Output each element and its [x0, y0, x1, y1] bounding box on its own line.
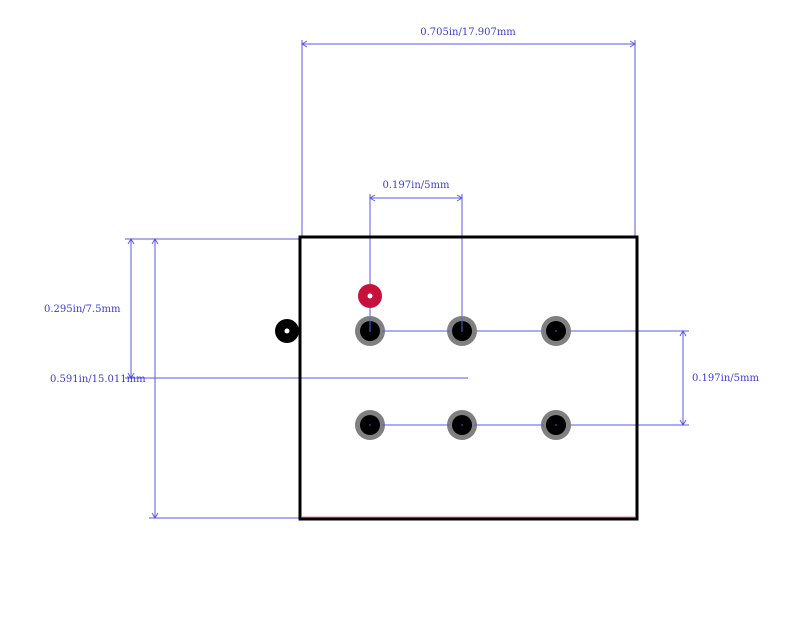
- dimension-left-full-height: 0.591in/15.011mm: [50, 238, 300, 519]
- dimension-pitch-horizontal: 0.197in/5mm: [369, 180, 463, 331]
- orientation-marker: [275, 319, 299, 343]
- pad-4: [355, 410, 385, 440]
- dimension-left-half-height: 0.295in/7.5mm: [44, 238, 468, 379]
- dimension-left-half-height-label: 0.295in/7.5mm: [44, 304, 121, 315]
- pin1-marker: [358, 284, 382, 308]
- dimension-pitch-vertical-label: 0.197in/5mm: [692, 373, 759, 384]
- dimension-top-width-label: 0.705in/17.907mm: [420, 27, 516, 38]
- dimension-left-full-height-label: 0.591in/15.011mm: [50, 374, 146, 385]
- dimension-top-width: 0.705in/17.907mm: [301, 27, 636, 238]
- pad-centerlines: [369, 318, 544, 426]
- pad-3: [541, 316, 571, 346]
- pad-5: [447, 410, 477, 440]
- pad-6: [541, 410, 571, 440]
- dimension-pitch-horizontal-label: 0.197in/5mm: [383, 180, 450, 191]
- component-outline: [298, 235, 639, 521]
